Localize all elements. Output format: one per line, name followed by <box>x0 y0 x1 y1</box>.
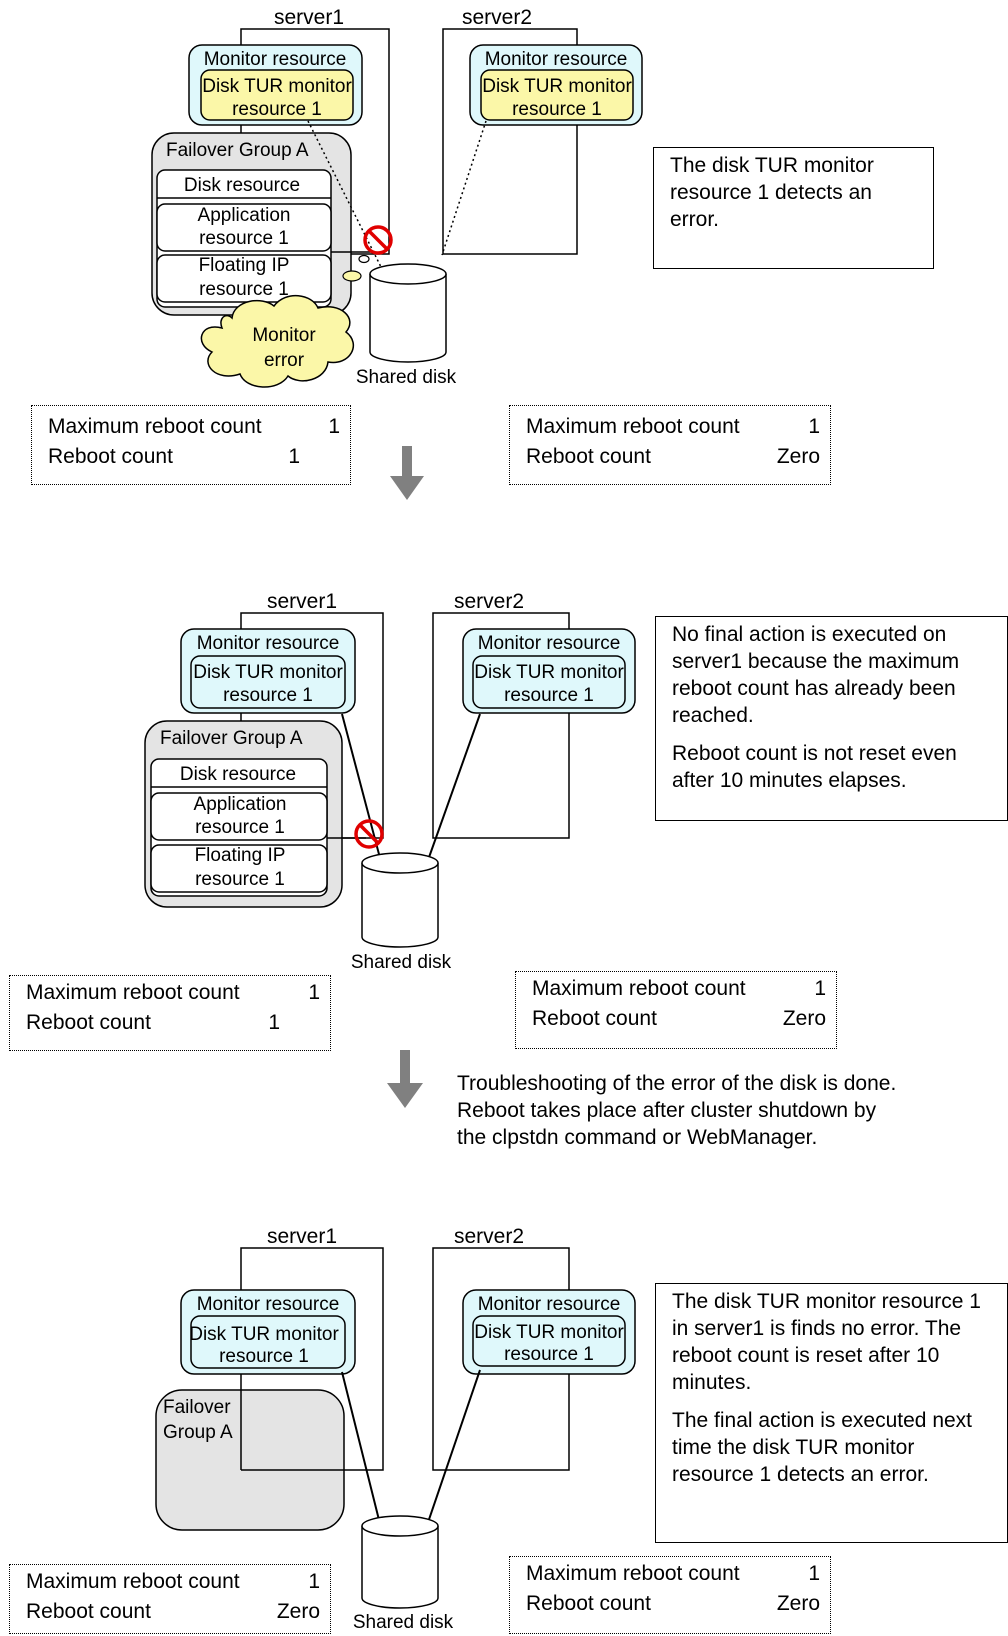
shared-disk-label: Shared disk <box>353 1612 454 1633</box>
failover-group-box <box>155 1389 345 1531</box>
server2-frame <box>432 612 570 839</box>
application-label-line1: Application <box>198 205 291 226</box>
thought-bubbles <box>342 254 370 282</box>
disk-tur-monitor-server2 <box>472 655 626 709</box>
panel-2: server1 server2 Monitor resource Disk TU… <box>144 590 636 1108</box>
shared-disk-label: Shared disk <box>356 367 457 388</box>
monitor-arrow <box>341 1371 389 1542</box>
monitor-error-line1: Monitor <box>252 325 316 346</box>
down-arrow <box>390 446 424 500</box>
monitor-resource-label: Monitor resource <box>197 633 340 654</box>
monitor-arrow <box>418 1369 481 1542</box>
disk-tur-label-line1: Disk TUR monitor <box>474 1322 624 1343</box>
monitor-error-cloud: Monitor error <box>200 295 355 388</box>
disk-resource-label: Disk resource <box>180 764 296 785</box>
disk-tur-label-line1: Disk TUR monitor <box>474 662 624 683</box>
server2-label: server2 <box>454 1225 524 1248</box>
failover-group-label-line2: Group A <box>163 1422 233 1443</box>
disk-tur-label-line1: Disk TUR monitor <box>202 76 352 97</box>
panel-1: server1 server2 Monitor resource Disk TU… <box>151 6 643 500</box>
floating-ip-label-line2: resource 1 <box>199 279 289 300</box>
monitor-resource-label: Monitor resource <box>485 49 628 70</box>
server2-frame <box>442 28 578 255</box>
monitor-resource-label: Monitor resource <box>478 1294 621 1315</box>
disk-tur-label-line1: Disk TUR monitor <box>482 76 632 97</box>
server2-label: server2 <box>454 590 524 613</box>
disk-tur-label-line1: Disk TUR monitor <box>189 1324 339 1345</box>
shared-disk-label: Shared disk <box>351 952 452 973</box>
monitor-error-line2: error <box>264 350 305 371</box>
disk-tur-label-line2: resource 1 <box>219 1346 309 1367</box>
panel-3: server1 server2 Failover Group A Monitor… <box>155 1225 636 1633</box>
prohibit-icon <box>363 225 393 255</box>
disk-tur-monitor-server1 <box>200 69 354 121</box>
monitor-resource-label: Monitor resource <box>197 1294 340 1315</box>
application-resource-box <box>156 203 332 252</box>
failover-group-label-line1: Failover <box>163 1397 231 1418</box>
disk-tur-label-line2: resource 1 <box>232 99 322 120</box>
disk-tur-monitor-server2 <box>472 1315 626 1367</box>
application-label-line1: Application <box>194 794 287 815</box>
server1-label: server1 <box>267 590 337 613</box>
transition-text: Troubleshooting of the error of the disk… <box>457 1072 897 1149</box>
disk-tur-monitor-server2 <box>480 69 634 121</box>
monitor-resource-label: Monitor resource <box>204 49 347 70</box>
prohibit-icon <box>354 819 384 849</box>
shared-disk-icon <box>361 852 439 948</box>
application-resource-box <box>150 792 328 841</box>
disk-tur-label-line1: Disk TUR monitor <box>193 662 343 683</box>
server2-label: server2 <box>462 6 532 29</box>
failover-group-label: Failover Group A <box>166 140 309 161</box>
monitor-arrow <box>341 713 390 879</box>
floating-ip-label-line1: Floating IP <box>199 255 290 276</box>
monitor-arrow <box>418 713 481 879</box>
note-panel-3: The disk TUR monitor resource 1 in serve… <box>655 1283 1008 1543</box>
server1-label: server1 <box>274 6 344 29</box>
shared-disk-icon <box>369 263 447 363</box>
note-panel-1: The disk TUR monitor resource 1 detects … <box>653 147 934 269</box>
note-panel-2: No final action is executed on server1 b… <box>655 616 1008 821</box>
disk-tur-label-line2: resource 1 <box>504 1344 594 1365</box>
server1-label: server1 <box>267 1225 337 1248</box>
floating-ip-label-line2: resource 1 <box>195 869 285 890</box>
failover-group-label: Failover Group A <box>160 728 303 749</box>
disk-tur-label-line2: resource 1 <box>512 99 602 120</box>
disk-tur-monitor-server1 <box>190 1315 346 1369</box>
disk-resource-label: Disk resource <box>184 175 300 196</box>
application-label-line2: resource 1 <box>199 228 289 249</box>
disk-tur-label-line2: resource 1 <box>223 685 313 706</box>
down-arrow <box>387 1050 423 1108</box>
application-label-line2: resource 1 <box>195 817 285 838</box>
monitor-resource-label: Monitor resource <box>478 633 621 654</box>
disk-tur-label-line2: resource 1 <box>504 685 594 706</box>
disk-tur-monitor-server1 <box>190 655 346 709</box>
shared-disk-icon <box>361 1515 439 1609</box>
floating-ip-resource-box <box>156 254 332 303</box>
monitor-link-dotted <box>441 120 487 256</box>
floating-ip-resource-box <box>150 844 328 893</box>
floating-ip-label-line1: Floating IP <box>195 845 286 866</box>
